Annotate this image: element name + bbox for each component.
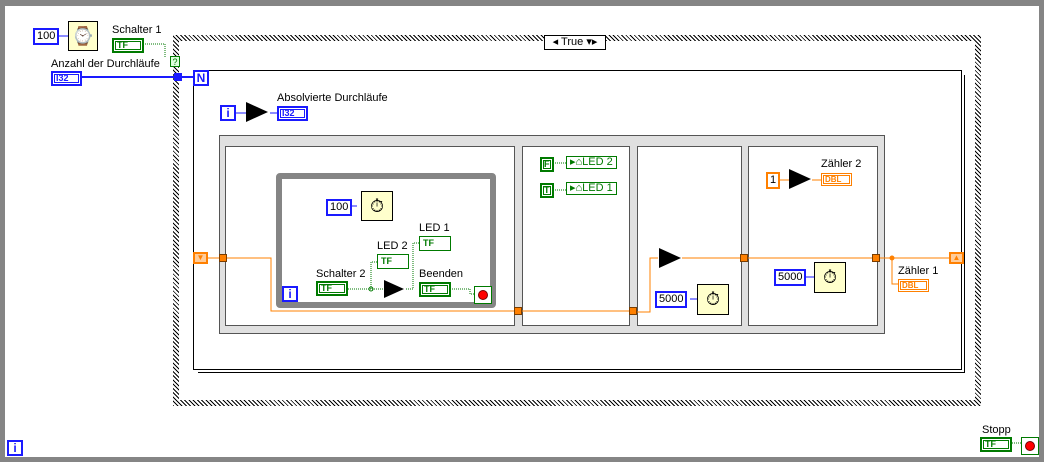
sequence-tunnel	[872, 254, 880, 262]
wait-constant[interactable]: 5000	[655, 291, 688, 308]
stopp-control[interactable]: TF	[980, 437, 1012, 452]
sequence-tunnel	[740, 254, 748, 262]
wait-constant[interactable]: 5000	[774, 269, 807, 286]
count-tunnel	[174, 73, 182, 81]
for-iteration-terminal: i	[220, 105, 236, 121]
led2-local-variable[interactable]: ▸⌂LED 2	[566, 156, 617, 169]
led1-local-label: LED 1	[582, 182, 613, 194]
switch2-control[interactable]: TF	[316, 281, 348, 296]
counter1-indicator[interactable]: DBL	[898, 279, 929, 292]
increment-function[interactable]: +1	[789, 169, 811, 189]
increment-function[interactable]: +1	[246, 102, 268, 122]
counter2-indicator[interactable]: DBL	[821, 173, 852, 186]
for-count-terminal[interactable]: N	[193, 70, 209, 86]
sequence-tunnel	[514, 307, 522, 315]
not-symbol: ¬	[387, 281, 393, 292]
switch1-label: Schalter 1	[112, 24, 162, 36]
wait-watch-icon[interactable]: ⌚	[68, 21, 98, 51]
switch2-label: Schalter 2	[316, 268, 366, 280]
metronome-icon[interactable]: ⏱	[814, 262, 846, 293]
outer-loop-condition-stop-icon[interactable]	[1021, 437, 1039, 455]
increment-label: +1	[660, 252, 671, 262]
shift-register-left[interactable]: ▼	[193, 252, 208, 264]
wait-ms-constant[interactable]: 100	[33, 28, 60, 45]
done-indicator[interactable]: I32	[277, 106, 308, 121]
led2-label: LED 2	[377, 240, 408, 252]
loop-condition-stop-icon[interactable]	[474, 286, 492, 304]
led1-indicator[interactable]: TF	[419, 236, 451, 251]
metronome-icon[interactable]: ⏱	[697, 284, 729, 315]
sequence-frame-2	[522, 146, 630, 326]
increment-label: +1	[247, 106, 258, 116]
prev-case-icon[interactable]: ◂	[552, 36, 559, 48]
stop-control[interactable]: TF	[419, 282, 451, 297]
outer-iteration-terminal: i	[7, 440, 23, 456]
done-label: Absolvierte Durchläufe	[277, 92, 388, 104]
stopp-label: Stopp	[982, 424, 1011, 436]
increment-function[interactable]: +1	[659, 248, 681, 268]
led2-indicator[interactable]: TF	[377, 254, 409, 269]
while-iteration-terminal: i	[282, 286, 298, 302]
case-selector-terminal[interactable]: ?	[170, 56, 180, 67]
led1-label: LED 1	[419, 222, 450, 234]
counter1-label: Zähler 1	[898, 265, 939, 277]
switch1-control[interactable]: TF	[112, 38, 144, 53]
metronome-icon[interactable]: ⏱	[361, 191, 393, 221]
increment-label: +1	[790, 173, 801, 183]
true-constant[interactable]: T	[540, 183, 554, 198]
case-selector-value: True	[561, 36, 584, 48]
led1-local-variable[interactable]: ▸⌂LED 1	[566, 182, 617, 195]
count-label: Anzahl der Durchläufe	[51, 58, 160, 70]
sequence-tunnel	[629, 307, 637, 315]
case-selector[interactable]: ◂ True ▾▸	[544, 35, 606, 50]
stop-label: Beenden	[419, 268, 464, 280]
count-control[interactable]: I32	[51, 71, 82, 86]
case-dropdown-icon[interactable]: ▾▸	[586, 36, 598, 48]
led2-local-label: LED 2	[582, 156, 613, 168]
not-function[interactable]: ¬	[384, 280, 404, 298]
wait-constant[interactable]: 100	[326, 199, 353, 216]
false-constant[interactable]: F	[540, 157, 554, 172]
sequence-tunnel	[219, 254, 227, 262]
counter2-label: Zähler 2	[821, 158, 862, 170]
shift-register-right[interactable]: ▲	[949, 252, 964, 264]
one-constant[interactable]: 1	[766, 172, 781, 189]
